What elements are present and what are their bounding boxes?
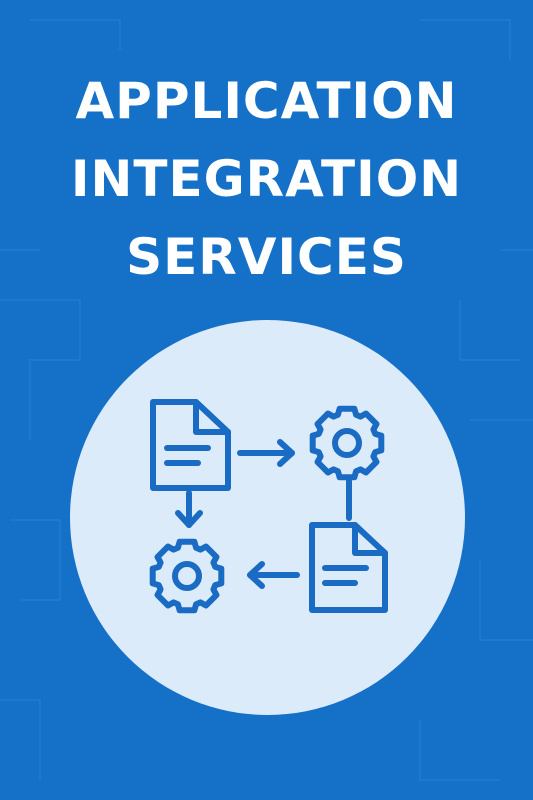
page-title: APPLICATION INTEGRATION SERVICES	[0, 62, 533, 296]
title-line-1: APPLICATION	[75, 72, 458, 130]
arrow-left-icon	[247, 561, 300, 589]
integration-diagram	[70, 399, 388, 715]
arrow-right-icon	[237, 439, 295, 467]
icon-circle-background	[70, 320, 465, 715]
document-icon	[150, 399, 231, 491]
gear-icon	[153, 542, 222, 611]
document-icon	[309, 522, 388, 613]
gear-icon	[313, 409, 382, 478]
arrow-down-icon	[175, 490, 203, 528]
title-line-2: INTEGRATION	[70, 150, 463, 208]
title-line-3: SERVICES	[126, 228, 407, 286]
